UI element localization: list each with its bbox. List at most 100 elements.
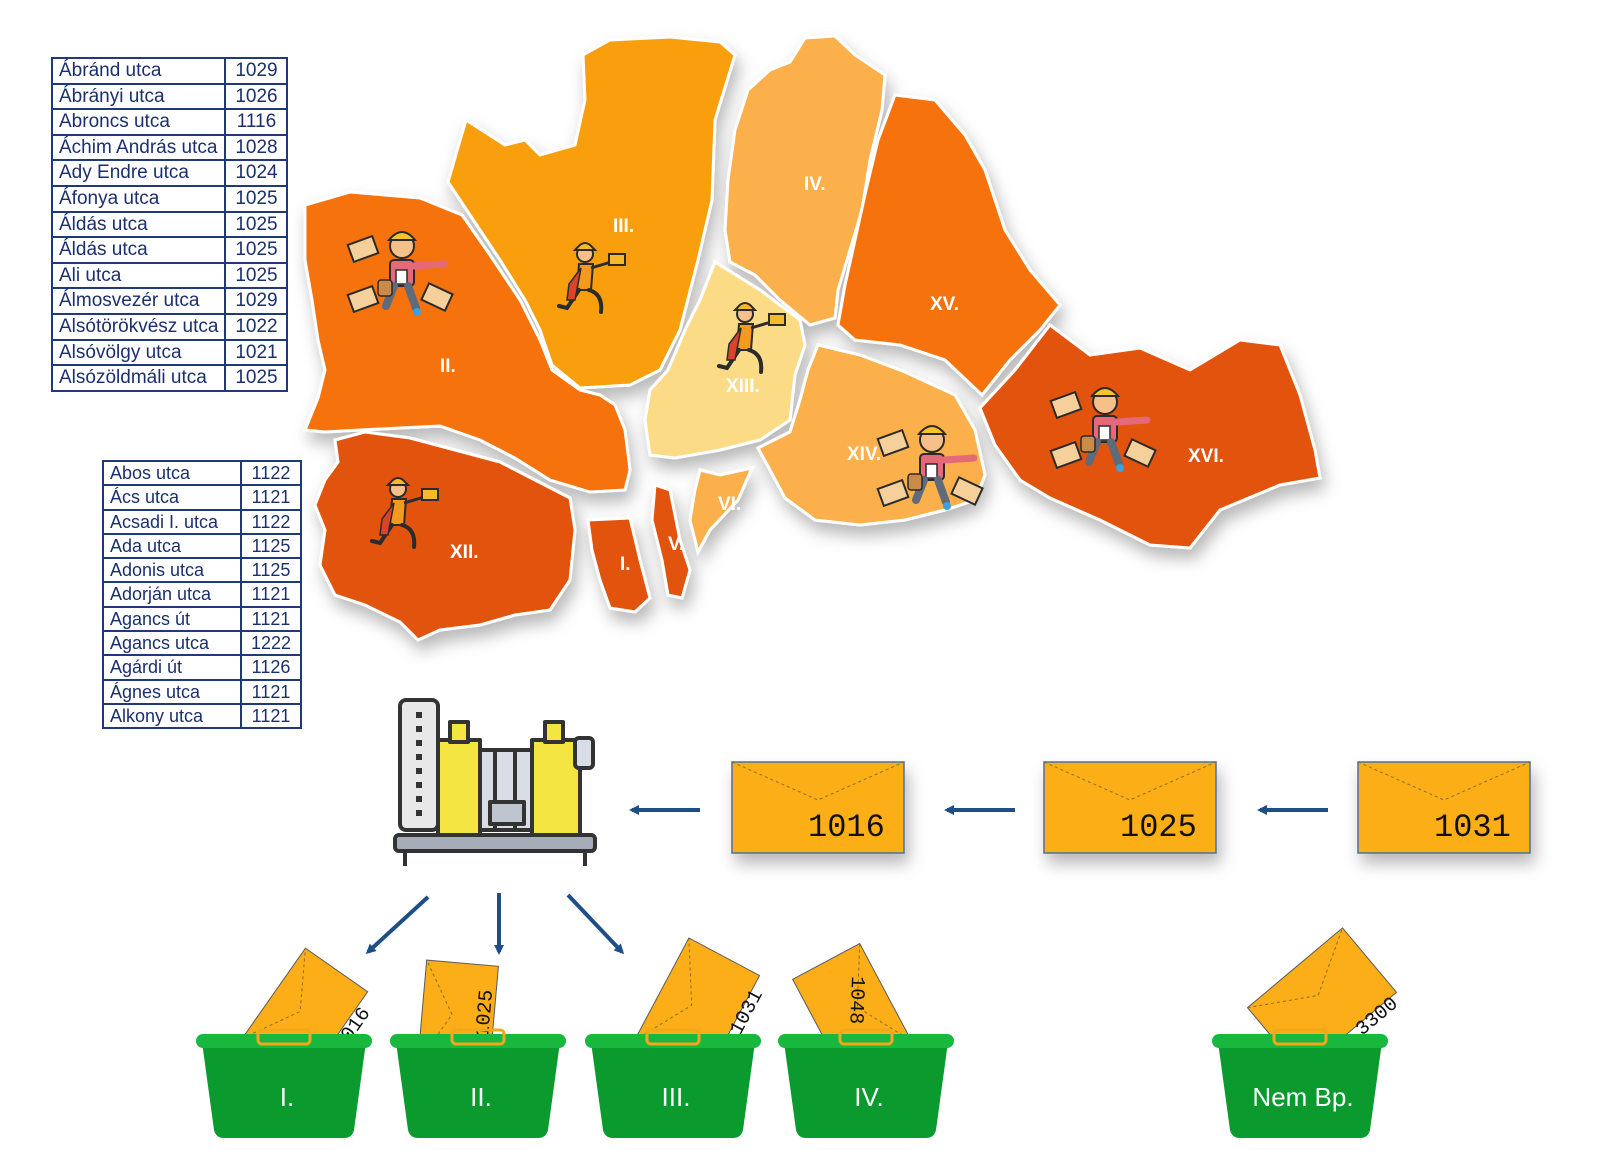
district-label-xii: XII. — [450, 542, 479, 563]
street-name-cell: Agancs utca — [102, 630, 242, 657]
street-name-cell: Alsózöldmáli utca — [50, 364, 227, 392]
postal-code-cell: 1222 — [240, 630, 302, 657]
bin-label: II. — [470, 1082, 492, 1112]
street-name-cell: Agancs út — [102, 605, 242, 633]
district-label-iii: III. — [613, 216, 634, 237]
arrow-icon — [566, 893, 625, 955]
postal-code-cell: 1029 — [224, 57, 289, 85]
district-xvi-shape — [978, 322, 1322, 550]
postal-code-cell: 1125 — [240, 532, 302, 560]
district-iv-shape — [723, 34, 887, 327]
bin-label: I. — [280, 1082, 294, 1112]
district-iii-shape — [446, 35, 737, 390]
postal-code-cell: 1121 — [240, 678, 302, 705]
street-name-cell: Agárdi út — [102, 654, 242, 681]
postal-code-cell: 1122 — [240, 508, 302, 535]
postal-code-cell: 1121 — [240, 581, 302, 608]
bin-label: III. — [662, 1082, 691, 1112]
bin-letter-code: 1048 — [843, 976, 868, 1025]
postal-code-cell: 1021 — [224, 338, 289, 367]
street-name-cell: Ali utca — [50, 261, 227, 290]
district-label-ii: II. — [440, 356, 456, 377]
street-name-cell: Áchim András utca — [50, 133, 227, 162]
queued-letter — [731, 761, 905, 854]
postal-code-cell: 1024 — [224, 159, 289, 187]
bin-label: IV. — [854, 1082, 883, 1112]
queued-letter-code: 1016 — [808, 809, 885, 846]
postal-code-cell: 1116 — [224, 108, 289, 136]
district-label-xiv: XIV. — [847, 444, 881, 465]
queued-letter — [1357, 761, 1531, 854]
district-label-xiii: XIII. — [726, 376, 760, 397]
district-label-vi: VI. — [718, 494, 741, 515]
district-label-xv: XV. — [930, 294, 959, 315]
street-name-cell: Adonis utca — [102, 557, 242, 584]
street-name-cell: Acsadi I. utca — [102, 508, 242, 535]
district-ii-shape — [302, 190, 632, 494]
postal-code-cell: 1125 — [240, 557, 302, 584]
district-xv-shape — [836, 93, 1062, 398]
district-label-i: I. — [620, 554, 631, 575]
street-name-cell: Ágnes utca — [102, 678, 242, 705]
postal-code-cell: 1029 — [224, 287, 289, 315]
postal-code-cell: 1025 — [224, 184, 289, 213]
district-xii-shape — [313, 430, 577, 642]
district-label-xvi: XVI. — [1188, 446, 1224, 467]
district-label-iv: IV. — [804, 174, 826, 195]
street-name-cell: Ady Endre utca — [50, 159, 227, 187]
district-xiii-shape — [643, 259, 807, 460]
street-name-cell: Ács utca — [102, 484, 242, 511]
queued-letter-code: 1031 — [1434, 809, 1511, 846]
postal-code-cell: 1025 — [224, 364, 289, 392]
district-vi-shape — [688, 465, 755, 557]
street-name-cell: Ábránd utca — [50, 57, 227, 85]
street-name-cell: Abos utca — [102, 459, 242, 487]
district-label-v: V. — [668, 534, 684, 555]
street-name-cell: Áfonya utca — [50, 184, 227, 213]
sorting-machine-icon — [393, 698, 597, 866]
postal-code-cell: 1028 — [224, 133, 289, 162]
street-name-cell: Adorján utca — [102, 581, 242, 608]
distribution-arrows — [365, 893, 625, 955]
street-name-cell: Alkony utca — [102, 702, 242, 730]
queued-letter-code: 1025 — [1120, 809, 1197, 846]
postal-code-cell: 1121 — [240, 605, 302, 633]
postal-code-cell: 1121 — [240, 484, 302, 511]
arrow-icon — [365, 895, 430, 955]
bin-label: Nem Bp. — [1252, 1082, 1353, 1112]
queued-letter — [1043, 761, 1217, 854]
street-name-cell: Ada utca — [102, 532, 242, 560]
postal-code-cell: 1026 — [224, 82, 289, 111]
postal-code-cell: 1025 — [224, 210, 289, 239]
street-name-cell: Alsótörökvész utca — [50, 312, 227, 341]
district-i-shape — [586, 516, 652, 614]
postal-code-cell: 1126 — [240, 654, 302, 681]
district-v-shape — [650, 482, 692, 600]
budapest-district-map — [302, 34, 1322, 642]
postal-code-cell: 1122 — [240, 459, 302, 487]
